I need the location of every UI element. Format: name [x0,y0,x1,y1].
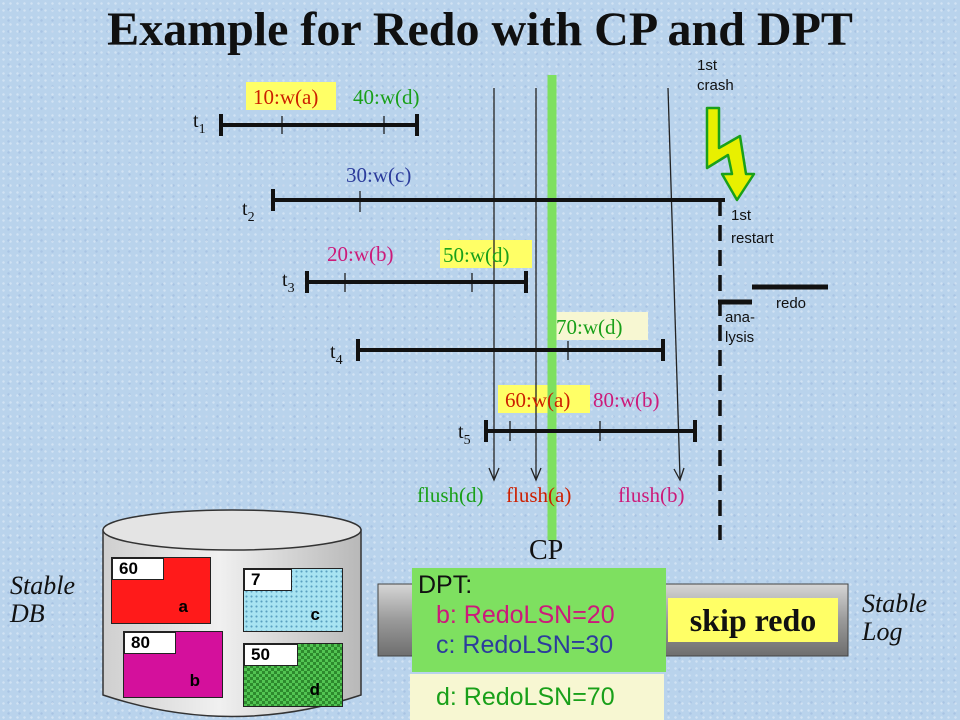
flush-label-a: flush(a) [506,483,571,507]
dpt-entry-d-box: d: RedoLSN=70 [410,674,664,720]
highlight-50-w-d [440,240,532,268]
redo-phase-label: redo [776,295,806,312]
write-label-80-w-b: 80:w(b) [593,388,660,412]
stable-db-label-line1: Stable [10,571,75,600]
db-page-a: 60 a [111,557,211,624]
crash-label-line1: 1st [697,57,718,74]
write-label-30-w-c: 30:w(c) [346,163,411,187]
restart-label-line2: restart [731,230,774,247]
db-page-b-lsn: 80 [124,632,176,654]
db-page-b: 80 b [123,631,223,698]
transaction-bars [219,114,725,442]
transaction-label-t1: t1 [193,110,206,137]
write-label-50-w-d: 50:w(d) [443,243,510,267]
transaction-label-t2: t2 [242,198,255,225]
analysis-label-line2: lysis [725,329,754,346]
write-label-10-w-a: 10:w(a) [253,85,318,109]
dirty-page-table: DPT: b: RedoLSN=20 c: RedoLSN=30 [412,568,666,672]
db-page-c-lsn: 7 [244,569,292,591]
highlight-10-w-a [246,82,336,110]
page-title: Example for Redo with CP and DPT [107,3,853,56]
db-page-d: 50 d [243,643,343,707]
flush-label-d: flush(d) [417,483,484,507]
db-page-c-name: c [310,605,320,624]
stable-log-label-line2: Log [862,617,903,646]
write-label-60-w-a: 60:w(a) [505,388,570,412]
db-page-d-name: d [309,680,320,699]
db-page-a-lsn: 60 [112,558,164,580]
db-page-a-name: a [178,597,188,616]
skip-redo-label: skip redo [668,598,838,642]
db-page-b-name: b [189,671,200,690]
transaction-label-t3: t3 [282,269,295,296]
write-label-20-w-b: 20:w(b) [327,242,394,266]
dpt-title: DPT: [418,571,473,599]
crash-label-line2: crash [697,77,734,94]
crash-lightning-icon [705,106,756,202]
stable-log-label: Stable Log [862,590,927,646]
dpt-entry-b: b: RedoLSN=20 [436,601,615,629]
dpt-entry-c: c: RedoLSN=30 [436,631,614,659]
transaction-label-t4: t4 [330,341,343,368]
highlight-60-w-a [498,385,590,413]
transaction-label-t5: t5 [458,421,471,448]
flush-label-b: flush(b) [618,483,685,507]
stable-db-label-line2: DB [10,599,45,628]
checkpoint-label: CP [529,535,563,566]
restart-label-line1: 1st [731,207,752,224]
analysis-label-line1: ana- [725,309,755,326]
write-label-70-w-d: 70:w(d) [556,315,623,339]
dpt-entry-d: d: RedoLSN=70 [436,683,615,711]
highlight-70-w-d [550,312,648,340]
write-label-40-w-d: 40:w(d) [353,85,420,109]
stable-log-label-line1: Stable [862,589,927,618]
db-page-d-lsn: 50 [244,644,298,666]
db-page-c: 7 c [243,568,343,632]
stable-db-label: Stable DB [10,572,75,628]
